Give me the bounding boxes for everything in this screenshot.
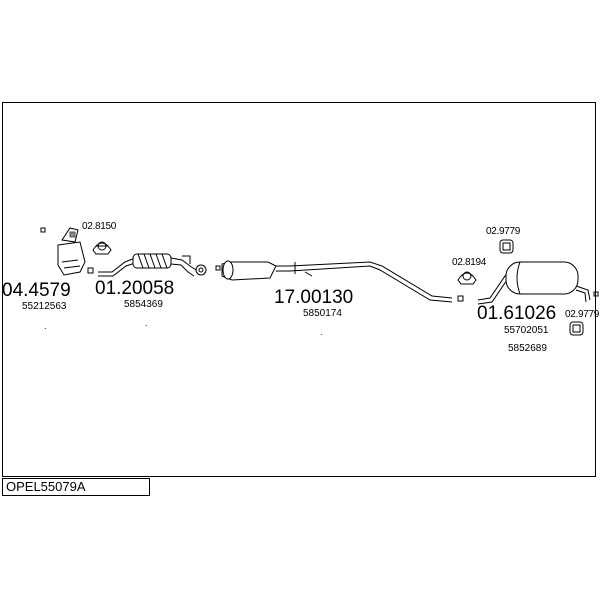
part-number-2: 01.20058 [95,278,175,299]
part-number-4: 01.61026 [477,303,557,324]
part-ref-3: 5850174 [303,308,342,319]
diagram-code: OPEL55079A [2,478,150,496]
clamp-label-1: 02.8150 [82,221,117,232]
marker-2: . [145,318,148,328]
clamp-label-4: 02.9779 [565,309,600,320]
part-number-1: 04.4579 [2,280,71,301]
rear-muffler-part [477,261,599,305]
part-ref-4b: 5852689 [508,343,547,354]
clamp-label-3: 02.8194 [452,257,487,268]
clamp-label-2: 02.9779 [486,226,521,237]
center-pipe-part [221,260,464,303]
catalytic-converter-part [40,227,94,276]
clamp-02-8150-part [92,241,112,255]
clamp-02-9779-top-part [499,239,514,254]
diagram-frame [2,102,596,477]
marker-3: . [320,327,323,337]
part-ref-1: 55212563 [22,301,67,312]
part-number-3: 17.00130 [274,287,354,308]
front-pipe-part [98,253,221,277]
clamp-02-9779-bottom-part [569,321,584,336]
part-ref-2: 5854369 [124,299,163,310]
part-ref-4: 55702051 [504,325,549,336]
marker-1: . [44,321,47,331]
clamp-02-8194-part [457,271,477,285]
